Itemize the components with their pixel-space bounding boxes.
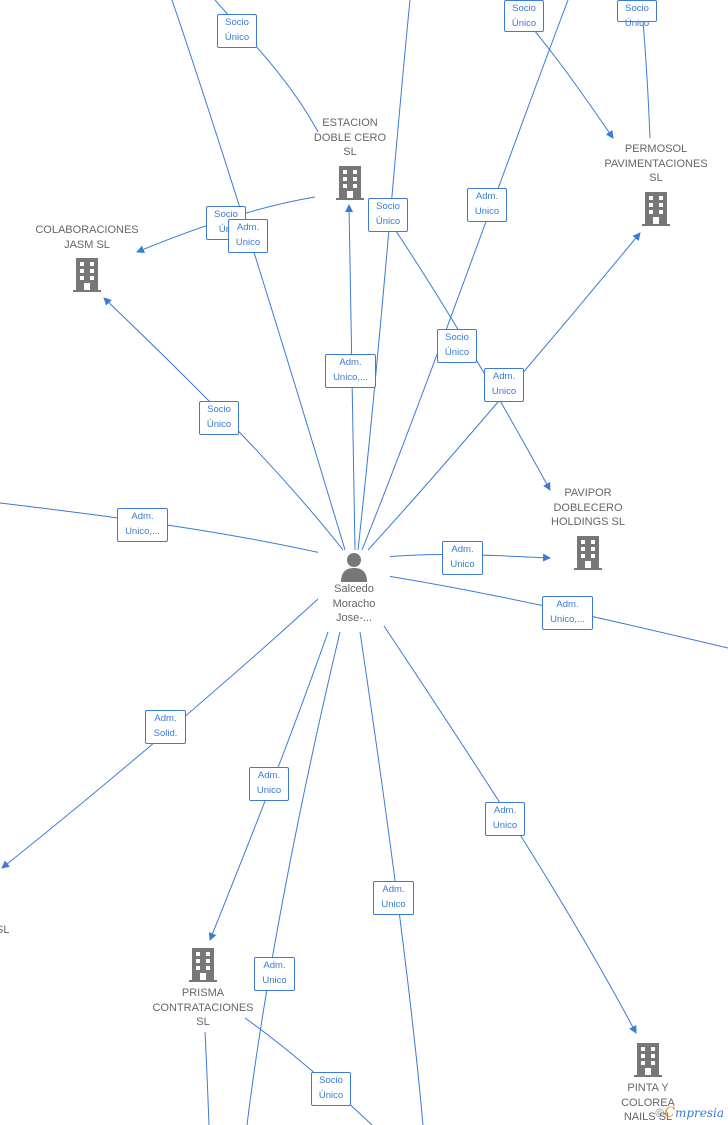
role-badge[interactable]: Socio Único: [617, 0, 657, 29]
brand-initial: C: [664, 1105, 675, 1121]
company-node-estacion[interactable]: ESTACION DOBLE CERO SL: [300, 116, 400, 200]
building-icon: [73, 258, 101, 292]
role-badge[interactable]: Socio Único: [437, 329, 477, 363]
edge-top-1: [171, 0, 346, 551]
company-name: PINTA Y COLOREA NAILS SL: [621, 1082, 675, 1123]
edge-prisma-down: [204, 1031, 210, 1125]
role-badge[interactable]: Adm. Unico,...: [325, 354, 376, 388]
person-node-center[interactable]: Salcedo Moracho Jose-...: [318, 552, 390, 626]
company-name: PAVIPOR DOBLECERO HOLDINGS SL: [551, 487, 625, 528]
role-badge[interactable]: Adm. Unico: [484, 368, 524, 402]
edge-socio-top-estacion: [214, 0, 319, 133]
copyright-symbol: ©: [655, 1106, 665, 1120]
company-node-colaboraciones[interactable]: COLABORACIONES JASM SL: [30, 223, 144, 292]
company-name: - SL: [0, 923, 10, 936]
role-badge[interactable]: Socio Único: [311, 1072, 351, 1106]
role-badge[interactable]: Socio Único: [199, 401, 239, 435]
role-badge[interactable]: Adm. Unico: [249, 767, 289, 801]
role-badge[interactable]: Adm. Unico: [373, 881, 414, 915]
person-name: Salcedo Moracho Jose-...: [332, 583, 376, 624]
company-name: PERMOSOL PAVIMENTACIONES SL: [604, 143, 708, 184]
company-node-pavipor[interactable]: PAVIPOR DOBLECERO HOLDINGS SL: [538, 486, 638, 570]
role-badge[interactable]: Socio Único: [217, 14, 257, 48]
building-icon: [336, 165, 364, 200]
role-badge[interactable]: Adm. Unico,...: [117, 508, 168, 542]
role-badge[interactable]: Adm. Unico: [442, 541, 483, 575]
edge-socio-prisma-bottom: [244, 1017, 373, 1125]
person-icon: [341, 553, 367, 582]
company-node-prisma[interactable]: PRISMA CONTRATACIONES SL: [148, 948, 258, 1030]
company-name: COLABORACIONES JASM SL: [35, 224, 139, 251]
edge-top-2: [357, 0, 411, 551]
role-badge[interactable]: Socio Único: [504, 0, 544, 32]
role-badge[interactable]: Adm. Solid.: [145, 710, 186, 744]
role-badge[interactable]: Adm. Unico,...: [542, 596, 593, 630]
role-badge[interactable]: Adm. Unico: [228, 219, 268, 253]
building-icon: [189, 948, 217, 982]
empresia-watermark: ©Cmpresia: [655, 1105, 724, 1121]
edge-bottom-1: [246, 631, 341, 1125]
company-name: PRISMA CONTRATACIONES SL: [152, 987, 254, 1028]
company-node-left-partial[interactable]: - SL: [0, 908, 16, 937]
company-name: ESTACION DOBLE CERO SL: [313, 117, 387, 158]
edge-top-3: [361, 0, 569, 551]
building-icon: [574, 535, 602, 570]
role-badge[interactable]: Adm. Unico: [467, 188, 507, 222]
role-badge[interactable]: Adm. Unico: [254, 957, 295, 991]
building-icon: [642, 191, 670, 226]
role-badge[interactable]: Adm. Unico: [485, 802, 525, 836]
brand-rest: mpresia: [674, 1106, 724, 1120]
company-node-pinta[interactable]: PINTA Y COLOREA NAILS SL: [608, 1043, 688, 1125]
edge-bottom-2: [359, 631, 424, 1125]
role-badge[interactable]: Socio Único: [368, 198, 408, 232]
company-node-permosol[interactable]: PERMOSOL PAVIMENTACIONES SL: [600, 142, 712, 226]
building-icon: [634, 1043, 662, 1077]
